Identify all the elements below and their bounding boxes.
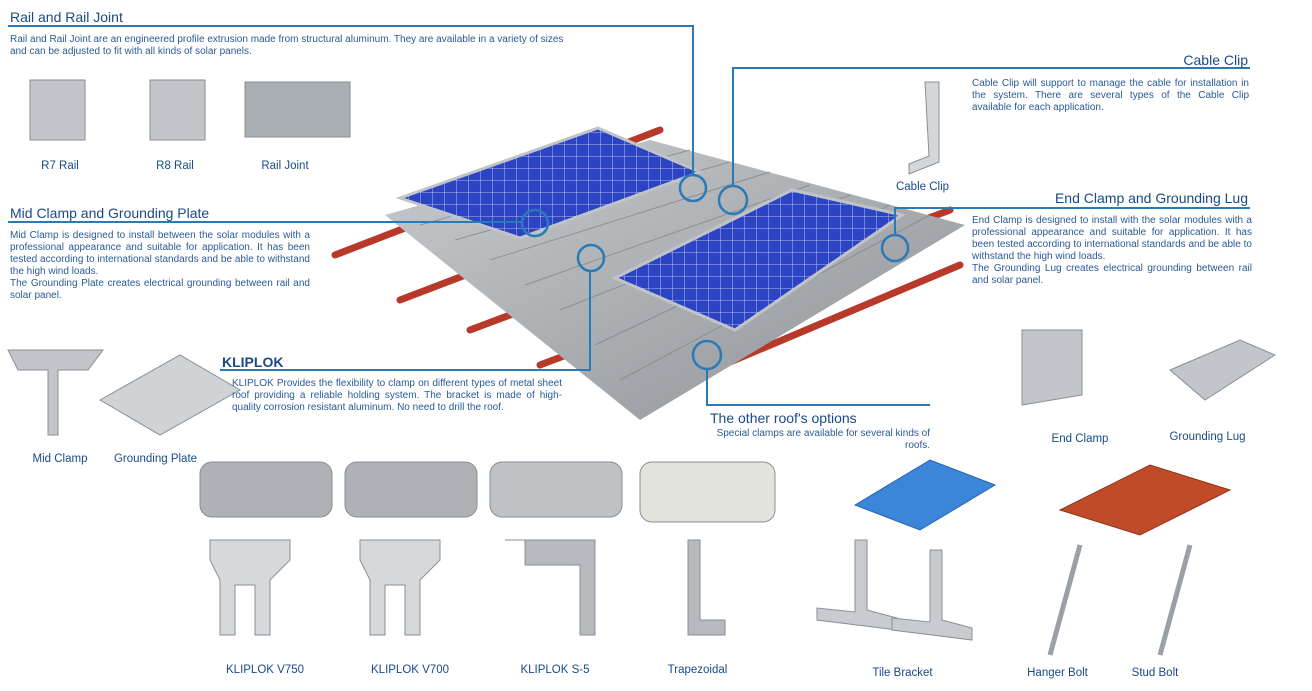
kliplok-description: KLIPLOK Provides the flexibility to clam… <box>232 378 562 413</box>
other-roof-description: Special clamps are available for several… <box>716 428 930 451</box>
grounding-lug-label: Grounding Lug <box>1169 431 1246 443</box>
tile-bracket-label: Tile Bracket <box>872 667 933 679</box>
mid-clamp-heading: Mid Clamp and Grounding Plate <box>10 205 210 221</box>
kliplok-v700-label: KLIPLOK V700 <box>371 664 449 676</box>
other-roof-heading: The other roof's options <box>710 410 857 426</box>
rail-description: Rail and Rail Joint are an engineered pr… <box>10 34 564 57</box>
kliplok-heading: KLIPLOK <box>222 354 284 370</box>
kliplok-s5-label: KLIPLOK S-5 <box>520 664 590 676</box>
stud-bolt-label: Stud Bolt <box>1131 667 1179 679</box>
kliplok-v750-label: KLIPLOK V750 <box>226 664 304 676</box>
rail-heading: Rail and Rail Joint <box>10 9 123 25</box>
mid-clamp-label: Mid Clamp <box>32 453 88 465</box>
end-clamp-text: End Clamp is designed to install with th… <box>972 215 1252 262</box>
solar-panel <box>611 188 906 332</box>
cable-clip-heading: Cable Clip <box>1183 52 1248 68</box>
trapezoidal-label: Trapezoidal <box>667 664 728 676</box>
solar-panel <box>395 126 705 240</box>
r8-rail-label: R8 Rail <box>156 160 194 172</box>
grounding-plate-label: Grounding Plate <box>113 453 198 465</box>
callout-circles <box>520 173 910 371</box>
hanger-bolt-label: Hanger Bolt <box>1027 667 1088 679</box>
rail-joint-label: Rail Joint <box>261 160 309 172</box>
grounding-lug-text: The Grounding Lug creates electrical gro… <box>972 263 1252 286</box>
cable-clip-label: Cable Clip <box>895 181 950 193</box>
end-clamp-label: End Clamp <box>1051 433 1109 445</box>
mid-clamp-text: Mid Clamp is designed to install between… <box>10 230 310 277</box>
r7-rail-label: R7 Rail <box>41 160 79 172</box>
cable-clip-description: Cable Clip will support to manage the ca… <box>972 78 1249 113</box>
product-thumbnails <box>7 79 1277 656</box>
end-clamp-heading: End Clamp and Grounding Lug <box>1054 190 1248 206</box>
end-clamp-description: End Clamp is designed to install with th… <box>972 215 1252 287</box>
grounding-plate-text: The Grounding Plate creates electrical g… <box>10 278 310 301</box>
mid-clamp-description: Mid Clamp is designed to install between… <box>10 230 310 302</box>
